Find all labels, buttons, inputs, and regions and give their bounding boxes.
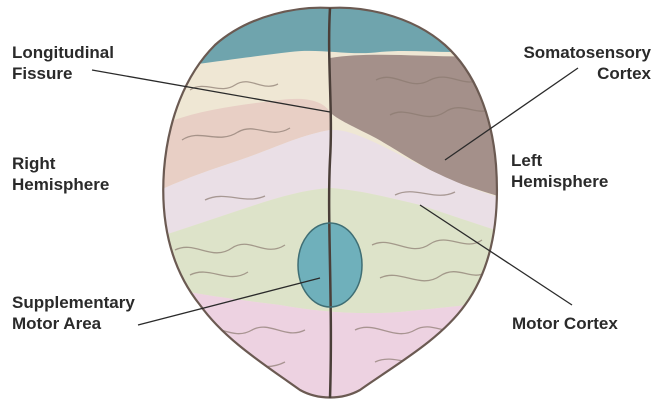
longitudinal-fissure-label-line2: Fissure [12, 63, 114, 84]
somatosensory-cortex-label-line2: Cortex [523, 63, 651, 84]
right-hemisphere-label-line1: Right [12, 153, 109, 174]
right-hemisphere-label-line2: Hemisphere [12, 174, 109, 195]
longitudinal-fissure-label: Longitudinal Fissure [12, 42, 114, 84]
supplementary-motor-area-label-line2: Motor Area [12, 313, 135, 334]
longitudinal-fissure-label-line1: Longitudinal [12, 42, 114, 63]
supplementary-motor-area-label: Supplementary Motor Area [12, 292, 135, 334]
left-hemisphere-label-line1: Left [511, 150, 608, 171]
supplementary-motor-area-label-line1: Supplementary [12, 292, 135, 313]
motor-cortex-label-line1: Motor Cortex [512, 313, 618, 334]
left-hemisphere-label-line2: Hemisphere [511, 171, 608, 192]
somatosensory-cortex-label: Somatosensory Cortex [523, 42, 651, 84]
somatosensory-cortex-label-line1: Somatosensory [523, 42, 651, 63]
motor-cortex-label: Motor Cortex [512, 313, 618, 334]
left-hemisphere-label: Left Hemisphere [511, 150, 608, 192]
right-hemisphere-label: Right Hemisphere [12, 153, 109, 195]
